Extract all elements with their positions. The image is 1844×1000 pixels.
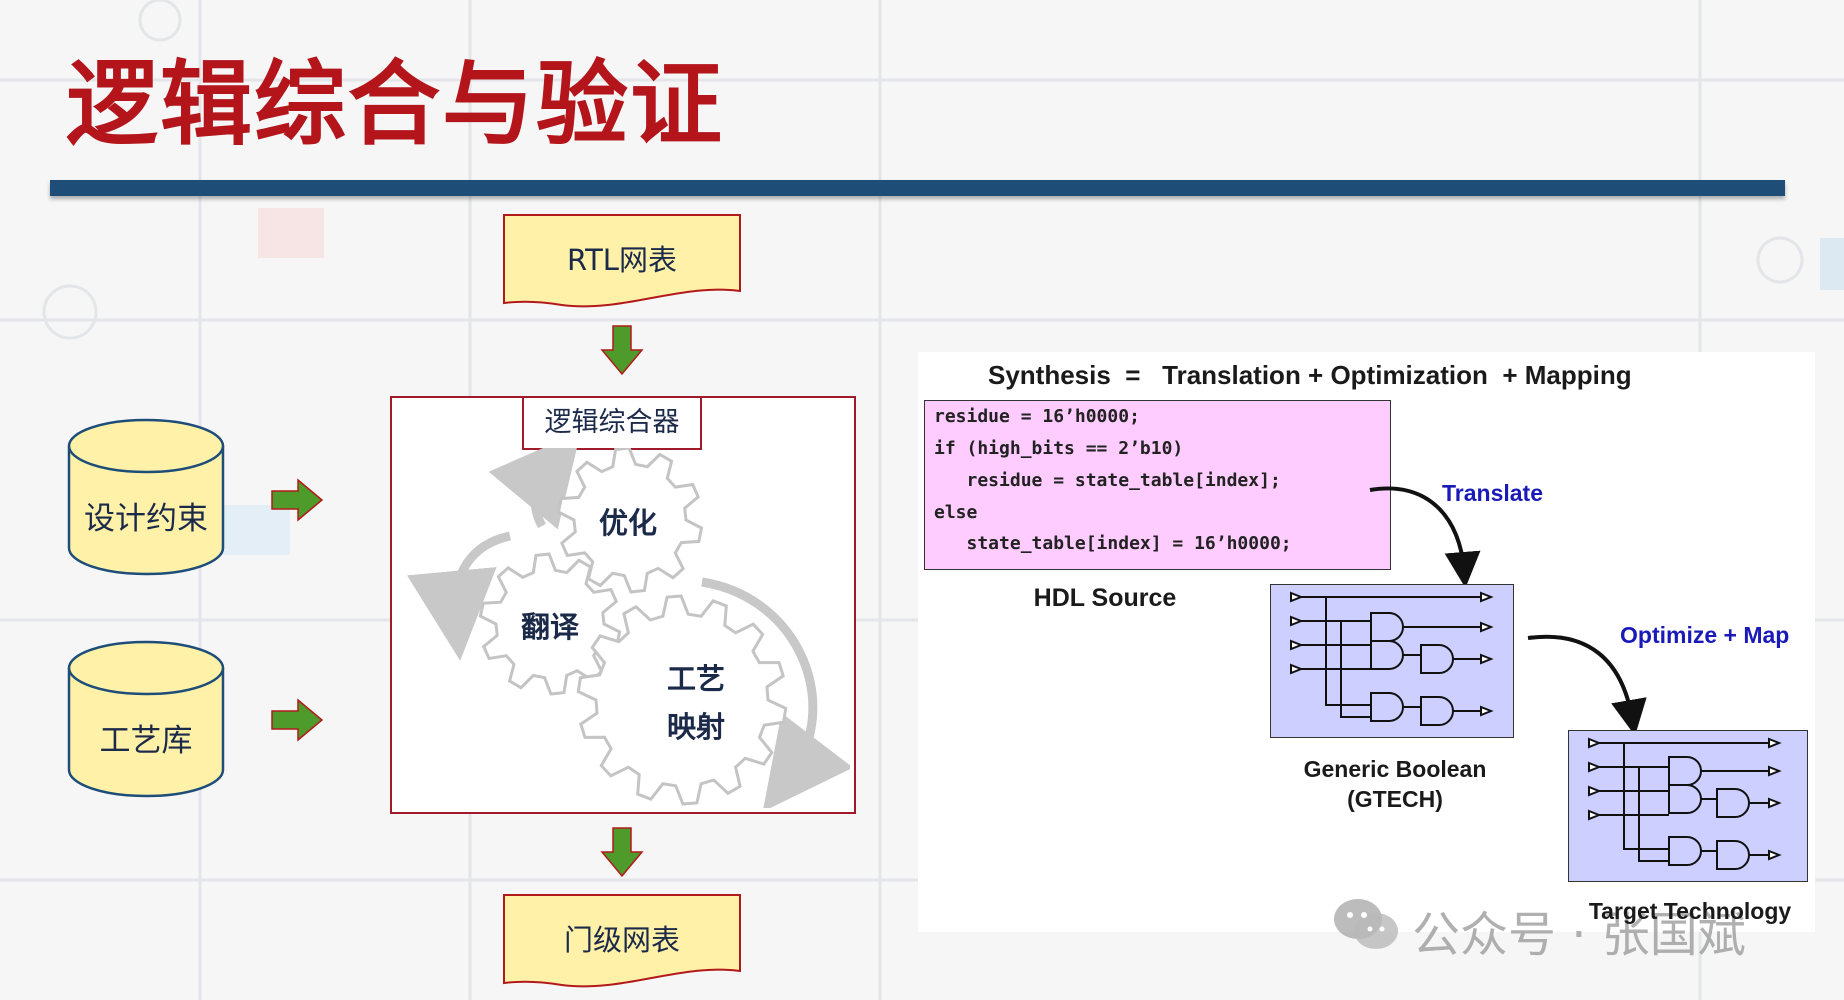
synthesis-formula: Synthesis = Translation + Optimization +… <box>988 360 1632 390</box>
logic-gates <box>1290 591 1494 726</box>
cylinder-shape <box>67 418 225 576</box>
gtech-caption-line1: Generic Boolean <box>1303 756 1487 782</box>
target-technology-caption: Target Technology <box>1588 898 1792 924</box>
hdl-source-box <box>924 400 1391 570</box>
translate-label: Translate <box>1442 480 1543 506</box>
gear-mapping-label-2: 映射 <box>666 710 725 744</box>
down-arrow-icon <box>600 827 644 878</box>
down-arrow-icon <box>600 325 644 376</box>
hdl-code-line: else <box>934 502 978 523</box>
gear-translate-label: 翻译 <box>520 610 579 644</box>
document-shape <box>503 214 741 308</box>
gtech-circuit <box>1270 584 1514 738</box>
rtl-netlist-doc: RTL网表 <box>502 213 742 309</box>
synthesizer-title: 逻辑综合器 <box>522 396 702 450</box>
gate-netlist-doc: 门级网表 <box>502 893 742 989</box>
gear-mapping-icon <box>576 594 788 806</box>
library-label: 工艺库 <box>99 723 193 759</box>
cylinder-shape <box>67 640 225 798</box>
rtl-netlist-label: RTL网表 <box>567 243 677 277</box>
optimize-map-label: Optimize + Map <box>1620 622 1790 648</box>
gate-netlist-label: 门级网表 <box>563 923 680 957</box>
logic-gates <box>1588 737 1782 870</box>
hdl-source-caption: HDL Source <box>1033 584 1177 612</box>
library-cylinder: 工艺库 <box>66 640 226 800</box>
gtech-caption-line2: (GTECH) <box>1347 786 1443 812</box>
flow-arrows <box>1369 486 1647 730</box>
gear-optimize-label: 优化 <box>598 506 657 540</box>
document-shape <box>503 894 741 988</box>
gears-illustration <box>407 448 850 808</box>
hdl-code-line: residue = 16’h0000; <box>934 406 1140 427</box>
title-divider <box>50 180 1785 196</box>
gear-optimize-icon <box>556 448 704 594</box>
gear-translate-icon <box>478 552 622 696</box>
right-arrow-icon <box>271 698 324 742</box>
gear-mapping-label-1: 工艺 <box>666 662 725 696</box>
hdl-code-line: state_table[index] = 16’h0000; <box>934 533 1292 554</box>
hdl-code-line: residue = state_table[index]; <box>934 470 1281 491</box>
constraints-cylinder: 设计约束 <box>66 418 226 578</box>
page-title: 逻辑综合与验证 <box>66 51 725 158</box>
constraints-label: 设计约束 <box>84 501 208 537</box>
watermark-text: 公众号 · 张国斌 <box>1412 907 1746 963</box>
right-arrow-icon <box>271 478 324 522</box>
wechat-icon <box>1334 899 1398 949</box>
hdl-code-line: if (high_bits == 2’b10) <box>934 438 1184 459</box>
target-circuit <box>1568 730 1808 882</box>
